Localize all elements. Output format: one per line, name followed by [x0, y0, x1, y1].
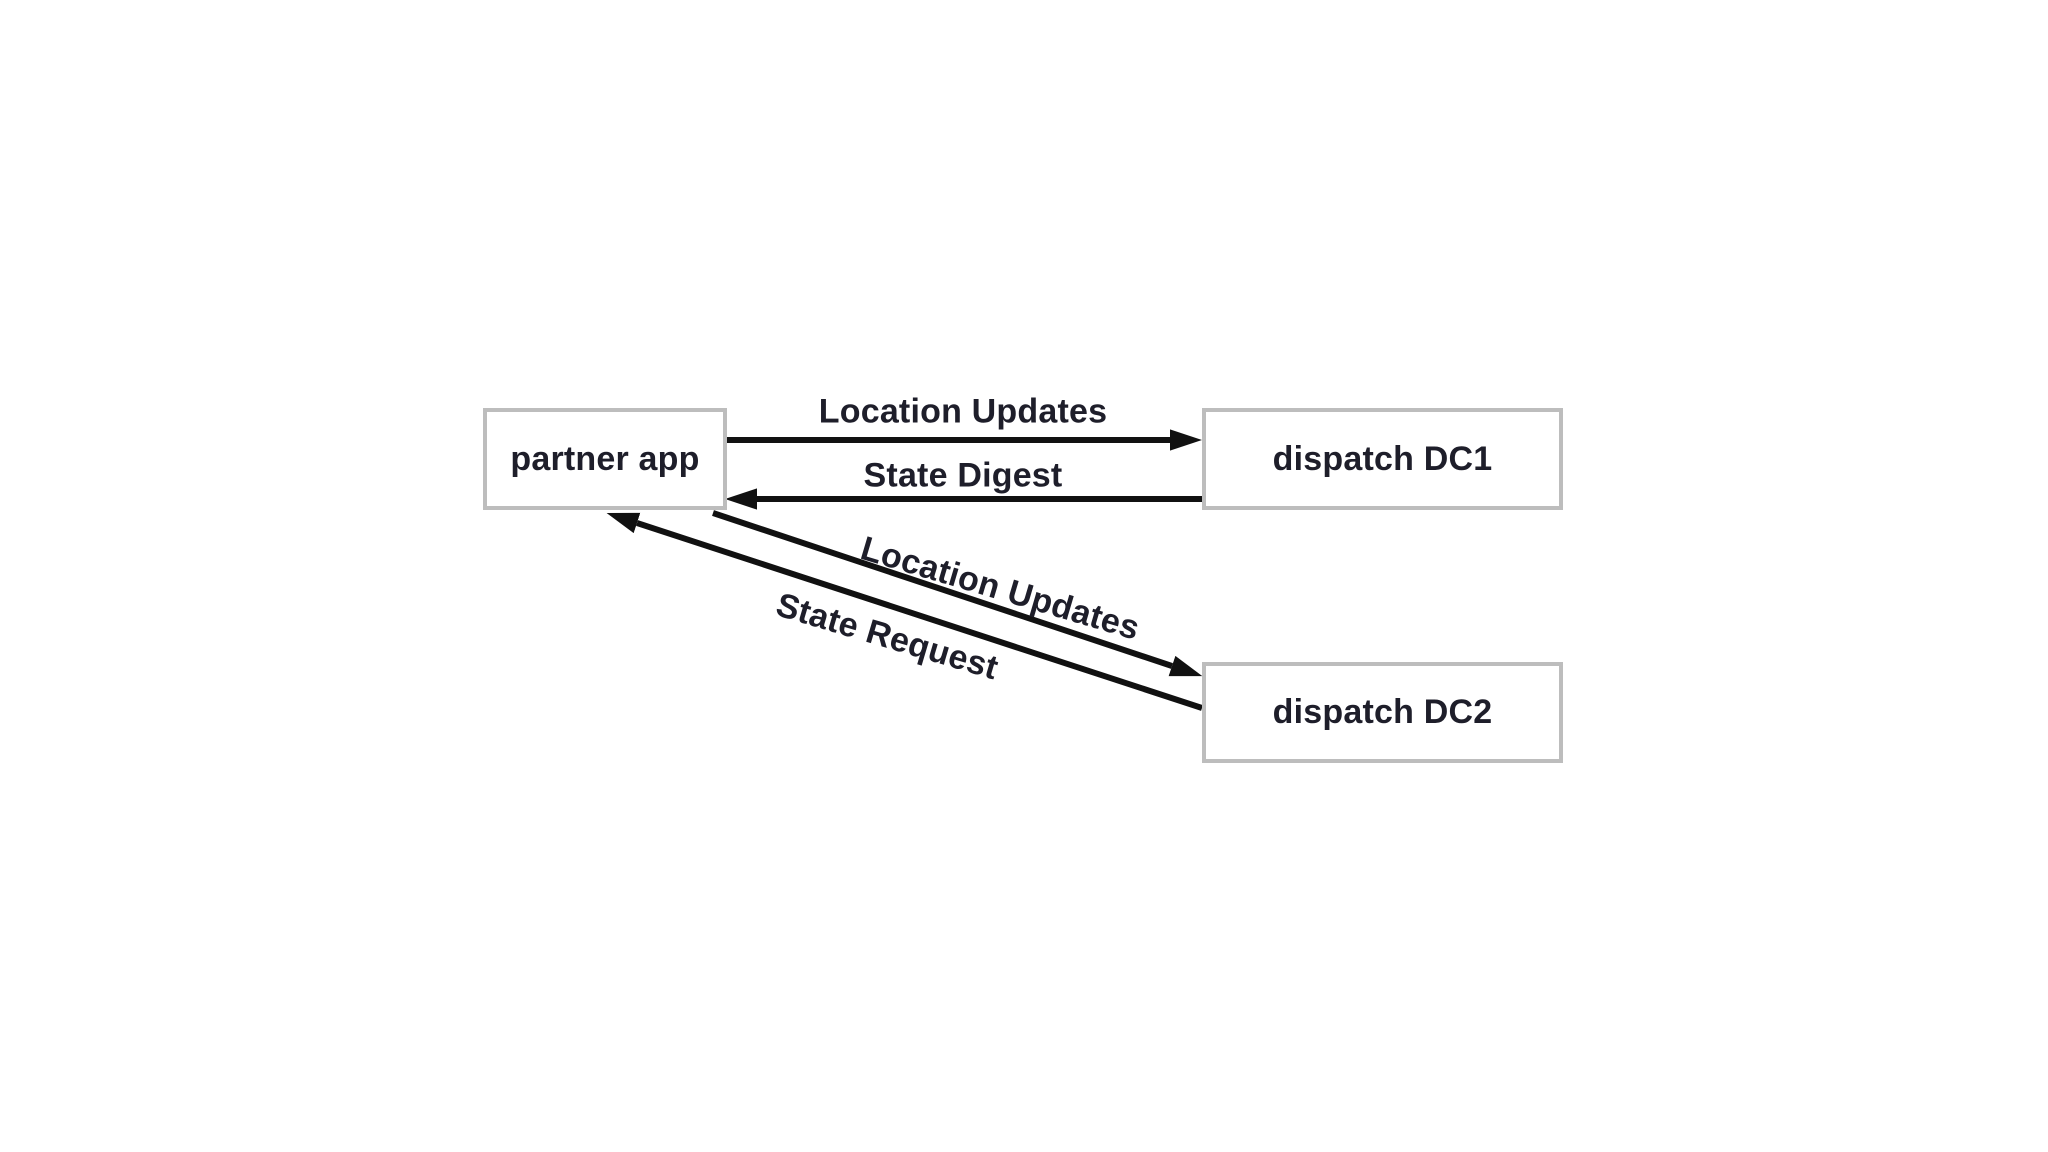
node-dispatch-dc1: dispatch DC1: [1202, 408, 1563, 510]
node-dispatch-dc2-label: dispatch DC2: [1272, 693, 1493, 731]
edge-location-updates-to-dc2-line: [712, 510, 1203, 677]
edge-label-state-digest: State Digest: [863, 456, 1063, 495]
edge-state-request-to-partner-line: [606, 512, 1203, 711]
node-partner-app: partner app: [483, 408, 727, 510]
node-partner-app-label: partner app: [510, 439, 700, 478]
edge-label-location-updates-dc1: Location Updates: [818, 392, 1108, 431]
node-dispatch-dc1-label: dispatch DC1: [1272, 439, 1493, 478]
node-dispatch-dc2: dispatch DC2: [1202, 662, 1563, 763]
